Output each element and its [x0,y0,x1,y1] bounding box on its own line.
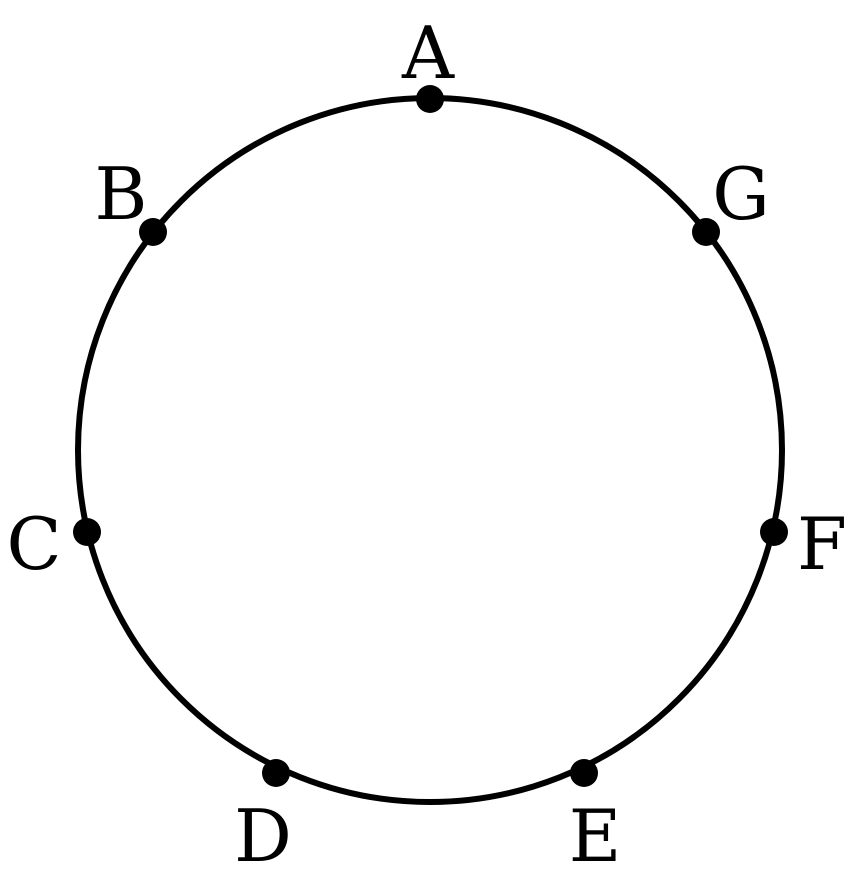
point-g-label: G [712,152,770,236]
point-g-dot [692,218,720,246]
point-e-label: E [569,794,622,878]
point-a-label: A [401,11,455,95]
point-d-dot [262,759,290,787]
point-f-label: F [797,502,847,586]
point-f-dot [760,518,788,546]
point-a-dot [416,85,444,113]
point-b-dot [139,218,167,246]
point-e-dot [570,759,598,787]
point-c-label: C [6,502,61,586]
point-c-dot [73,518,101,546]
point-b-label: B [95,152,148,236]
point-d-label: D [234,794,292,878]
main-circle [75,95,785,805]
